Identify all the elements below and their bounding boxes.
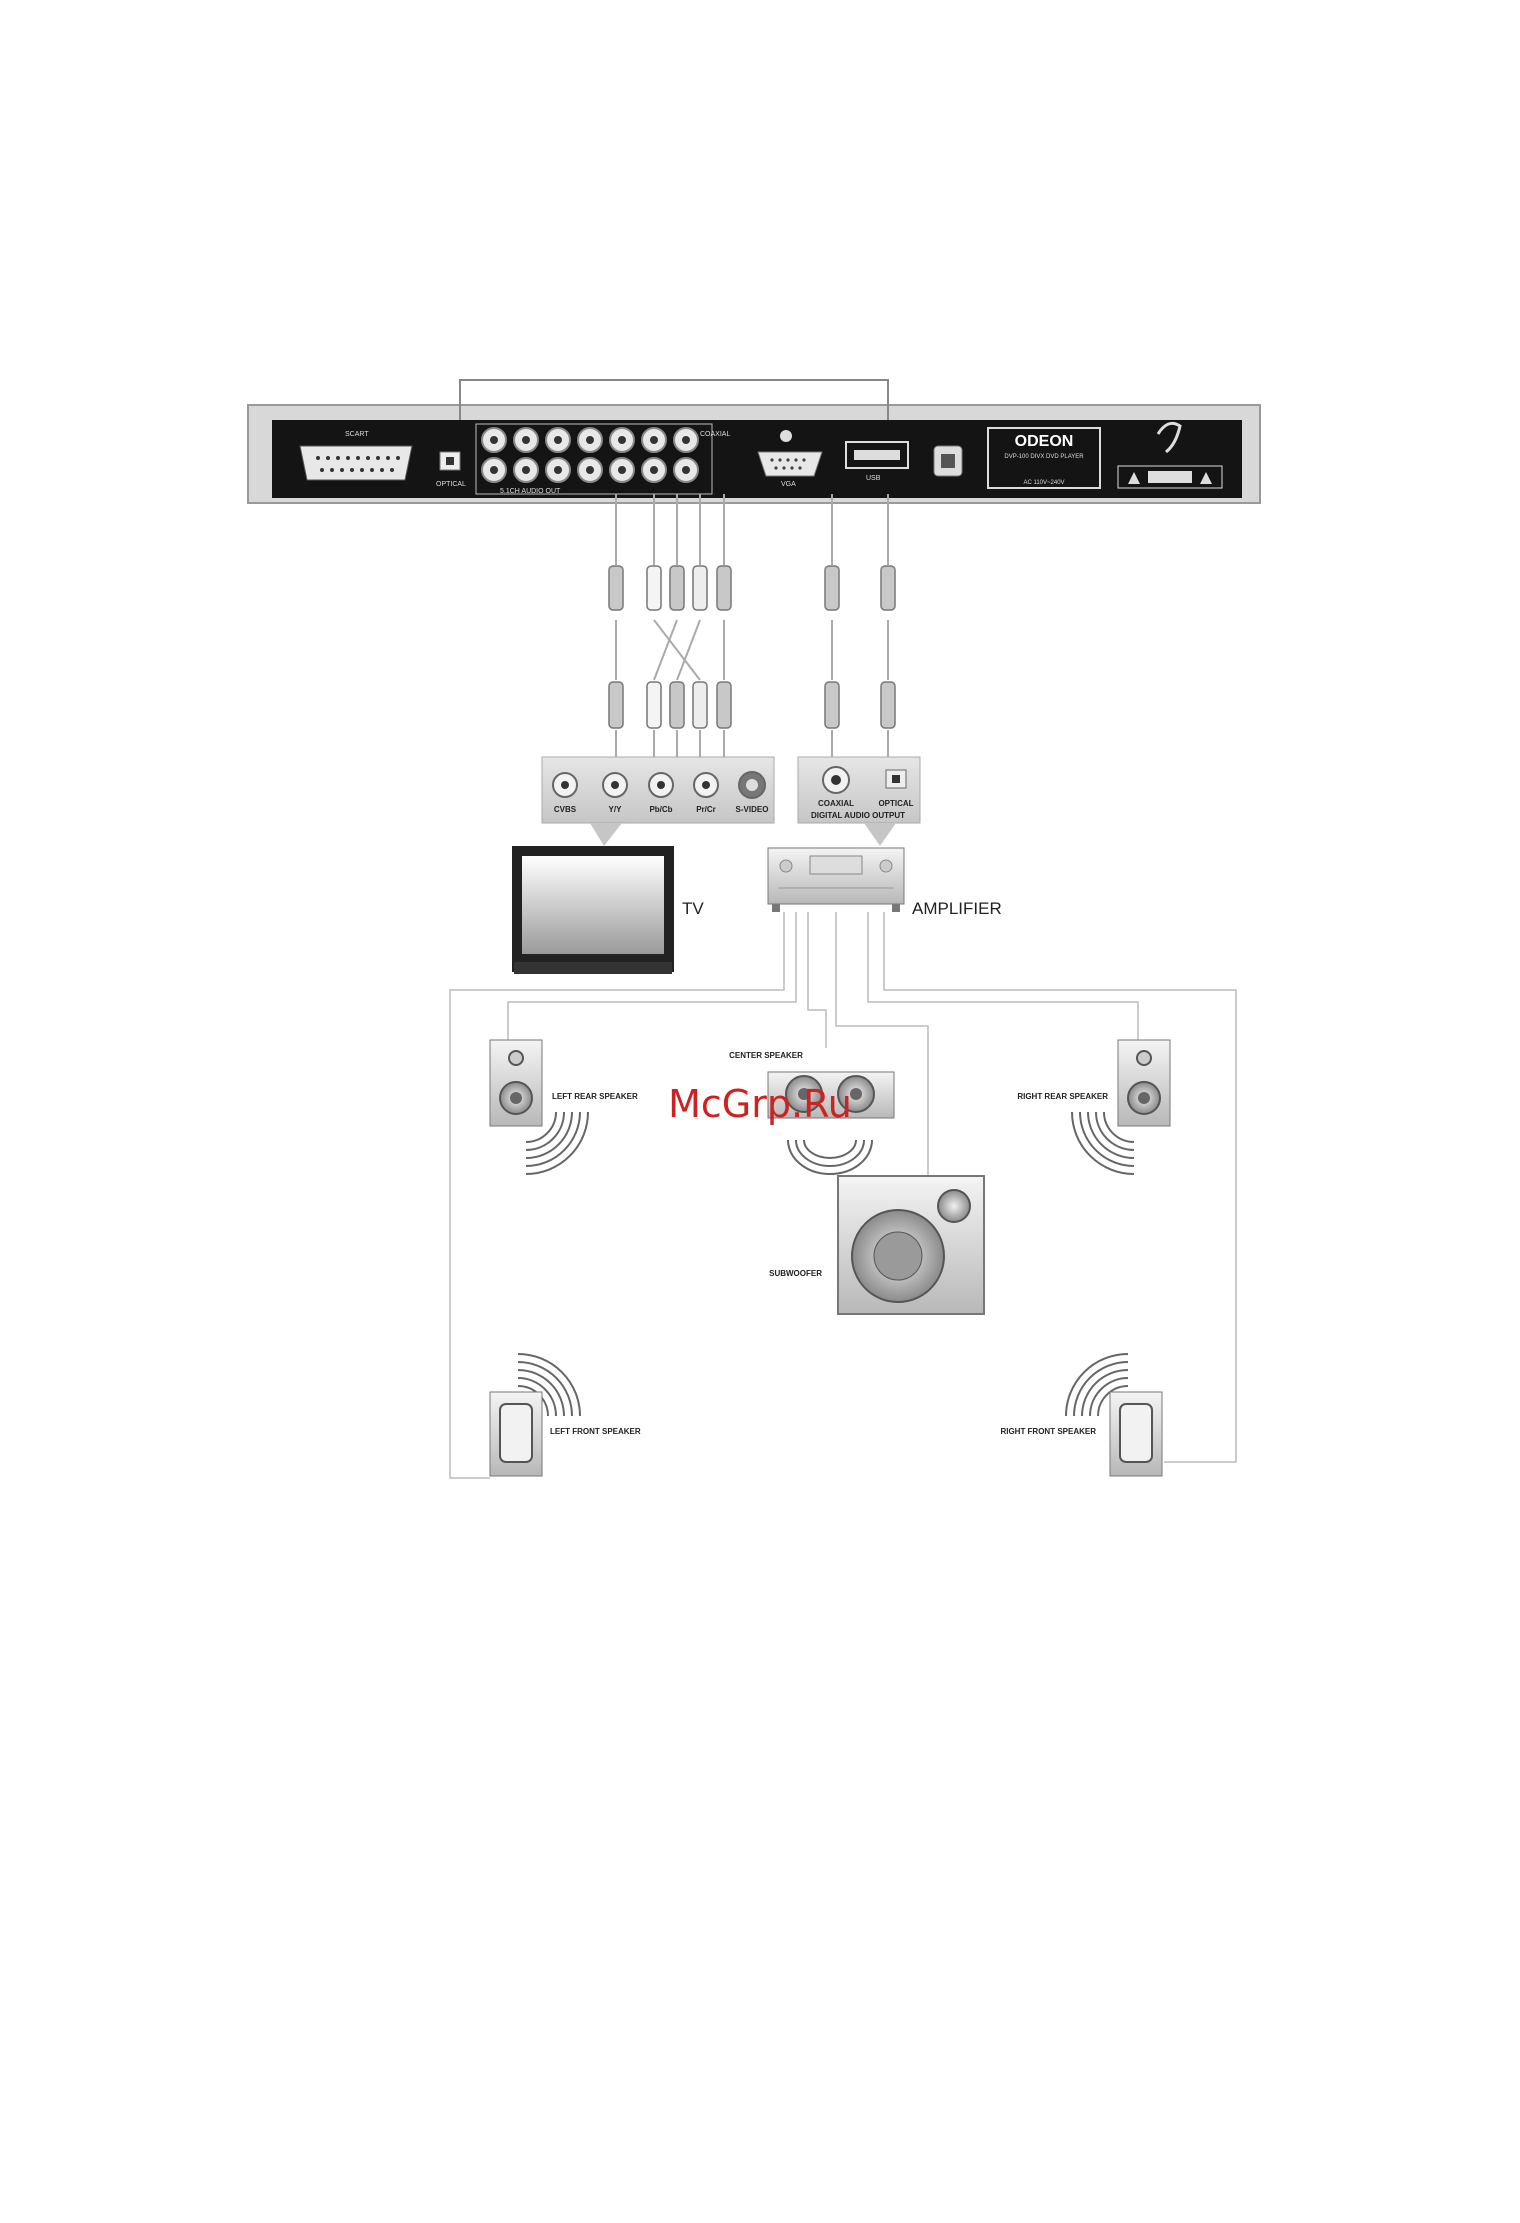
tv-set: TV: [512, 846, 704, 974]
left-rear-speaker: LEFT REAR SPEAKER: [490, 1040, 638, 1174]
svg-text:VGA: VGA: [781, 481, 796, 488]
amp-jack-label: OPTICAL: [878, 799, 913, 808]
amp-jack-label: COAXIAL: [818, 799, 854, 808]
amp-panel-caption: DIGITAL AUDIO OUTPUT: [811, 811, 905, 820]
svg-text:DVP-100 DIVX DVD PLAYER: DVP-100 DIVX DVD PLAYER: [1004, 454, 1084, 460]
subwoofer: SUBWOOFER: [769, 1176, 984, 1314]
svg-text:USB: USB: [866, 475, 881, 482]
right-front-speaker: RIGHT FRONT SPEAKER: [1000, 1354, 1162, 1476]
tv-jack-label: Pr/Cr: [696, 805, 716, 814]
tv-jack-label: Y/Y: [609, 805, 623, 814]
watermark-text: McGrp.Ru: [668, 1082, 852, 1126]
tv-label: TV: [682, 899, 704, 918]
rca-plugs: [609, 566, 895, 728]
right-rear-speaker: RIGHT REAR SPEAKER: [1017, 1040, 1170, 1174]
right-rear-speaker-label: RIGHT REAR SPEAKER: [1017, 1092, 1108, 1101]
subwoofer-label: SUBWOOFER: [769, 1269, 822, 1278]
brand-logo: ODEON: [1015, 433, 1074, 450]
right-front-speaker-label: RIGHT FRONT SPEAKER: [1000, 1427, 1096, 1436]
amplifier-label: AMPLIFIER: [912, 899, 1002, 918]
amplifier: AMPLIFIER: [768, 848, 1002, 918]
rating-plate: ODEON DVP-100 DIVX DVD PLAYER AC 110V~24…: [988, 428, 1100, 488]
power-socket: [934, 446, 962, 476]
tv-jack-label: CVBS: [554, 805, 577, 814]
tv-input-panel: CVBS Y/Y Pb/Cb Pr/Cr S-VIDEO: [542, 757, 774, 846]
svg-text:OPTICAL: OPTICAL: [436, 481, 466, 488]
scart-label: SCART: [345, 431, 369, 438]
left-front-speaker-label: LEFT FRONT SPEAKER: [550, 1427, 641, 1436]
left-rear-speaker-label: LEFT REAR SPEAKER: [552, 1092, 638, 1101]
svg-text:COAXIAL: COAXIAL: [700, 431, 730, 438]
warning-sticker: [1118, 466, 1222, 488]
dvd-player-rear-panel: SCART OPTICAL: [248, 380, 1260, 503]
tv-jack-label: S-VIDEO: [736, 805, 769, 814]
left-front-speaker: LEFT FRONT SPEAKER: [490, 1354, 641, 1476]
tv-jack-label: Pb/Cb: [649, 805, 672, 814]
amp-input-panel: COAXIAL OPTICAL DIGITAL AUDIO OUTPUT: [798, 757, 920, 846]
svg-text:AC 110V~240V: AC 110V~240V: [1023, 480, 1064, 486]
center-speaker-label: CENTER SPEAKER: [729, 1051, 803, 1060]
svg-text:5.1CH AUDIO OUT: 5.1CH AUDIO OUT: [500, 488, 561, 495]
